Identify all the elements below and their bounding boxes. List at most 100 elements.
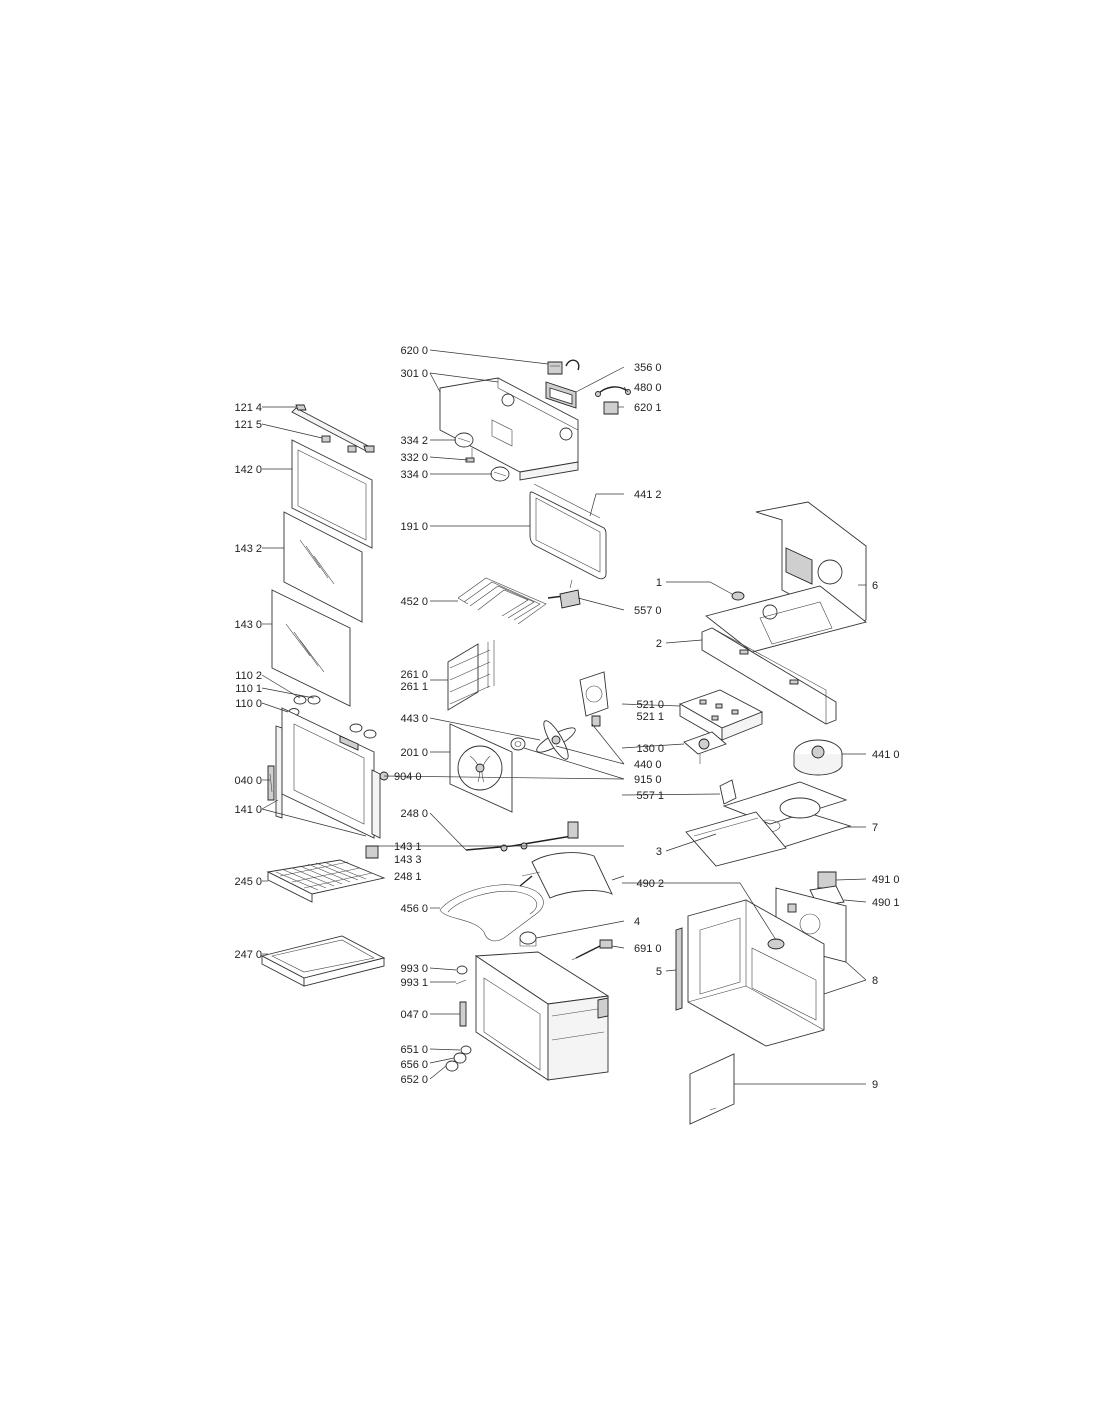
- oven-cavity: [474, 951, 610, 1081]
- label-441-0: 441 0: [872, 749, 900, 761]
- door-inner-glass: [283, 511, 363, 623]
- label-440-0: 440 0: [634, 759, 662, 771]
- label-915-0: 915 0: [634, 774, 662, 786]
- label-141-0: 141 0: [234, 804, 262, 816]
- label-110-2: 110 2: [235, 670, 262, 682]
- nut-915-0: [510, 737, 526, 751]
- label-656-0: 656 0: [400, 1059, 428, 1071]
- rear-fan-cover: [449, 723, 513, 813]
- plate-3: [685, 811, 787, 867]
- control-panel: [439, 377, 579, 481]
- label-904-0: 904 0: [394, 771, 422, 783]
- door-top-profile: [291, 404, 375, 453]
- label-8: 8: [872, 975, 878, 987]
- label-480-0: 480 0: [634, 382, 662, 394]
- label-245-0: 245 0: [234, 876, 262, 888]
- label-7: 7: [872, 822, 878, 834]
- display-module: [545, 359, 580, 409]
- door-spacers: [288, 695, 377, 739]
- reflector-248-1: [521, 852, 613, 899]
- grommet-1: [731, 591, 745, 601]
- label-191-0: 191 0: [400, 521, 428, 533]
- label-993-1: 993 1: [400, 977, 428, 989]
- label-248-0: 248 0: [400, 808, 428, 820]
- outer-casing: [675, 899, 825, 1047]
- label-521-1: 521 1: [636, 711, 664, 723]
- clip-557-1: [719, 779, 737, 805]
- label-691-0: 691 0: [634, 943, 662, 955]
- label-332-0: 332 0: [400, 452, 428, 464]
- oven-door-gasket: [529, 483, 607, 580]
- label-452-0: 452 0: [400, 596, 428, 608]
- label-301-0: 301 0: [400, 368, 428, 380]
- label-4: 4: [634, 916, 640, 928]
- label-2: 2: [656, 638, 662, 650]
- label-121-5: 121 5: [234, 419, 262, 431]
- label-6: 6: [872, 580, 878, 592]
- thermostat-691-0: [571, 939, 613, 961]
- label-490-1: 490 1: [872, 897, 900, 909]
- label-247-0: 247 0: [234, 949, 262, 961]
- label-201-0: 201 0: [400, 747, 428, 759]
- door-middle-glass: [271, 589, 351, 707]
- outer-door: [267, 707, 389, 859]
- label-143-2: 143 2: [234, 543, 262, 555]
- wire-rack: [266, 859, 386, 903]
- label-261-1: 261 1: [400, 681, 428, 693]
- element-248-0: [465, 821, 579, 852]
- label-1: 1: [656, 577, 662, 589]
- back-cover-9: [689, 1053, 735, 1125]
- label-557-0: 557 0: [634, 605, 662, 617]
- leader-lines: [261, 349, 867, 1085]
- door-glass-frame: [291, 439, 373, 549]
- label-143-1: 143 1: [394, 841, 422, 853]
- label-5: 5: [656, 966, 662, 978]
- label-261-0: 261 0: [400, 669, 428, 681]
- cooling-fan-motor: [683, 731, 727, 764]
- hinge-parts: [445, 1045, 472, 1072]
- label-9: 9: [872, 1079, 878, 1091]
- fan-motor: [579, 671, 609, 727]
- label-521-0: 521 0: [636, 699, 664, 711]
- top-cover: [705, 501, 867, 653]
- label-334-2: 334 2: [400, 435, 428, 447]
- label-040-0: 040 0: [234, 775, 262, 787]
- label-143-0: 143 0: [234, 619, 262, 631]
- label-142-0: 142 0: [234, 464, 262, 476]
- side-racks: [447, 640, 495, 711]
- ring-element: [439, 875, 544, 942]
- label-993-0: 993 0: [400, 963, 428, 975]
- label-620-1: 620 1: [634, 402, 662, 414]
- label-143-3: 143 3: [394, 854, 422, 866]
- label-110-1: 110 1: [235, 683, 262, 695]
- tangential-fan: [793, 739, 843, 776]
- label-334-0: 334 0: [400, 469, 428, 481]
- label-3: 3: [656, 846, 662, 858]
- label-130-0: 130 0: [636, 743, 664, 755]
- label-651-0: 651 0: [400, 1044, 428, 1056]
- label-620-0: 620 0: [400, 345, 428, 357]
- part-labels: 121 4 121 5 142 0 143 2 143 0 110 2 110 …: [234, 345, 899, 1091]
- label-652-0: 652 0: [400, 1074, 428, 1086]
- lamp-4: [519, 931, 537, 947]
- label-443-0: 443 0: [400, 713, 428, 725]
- label-557-1: 557 1: [636, 790, 664, 802]
- label-356-0: 356 0: [634, 362, 662, 374]
- switch-620-1: [603, 401, 619, 415]
- small-fittings: [455, 965, 468, 1027]
- label-491-0: 491 0: [872, 874, 900, 886]
- label-121-4: 121 4: [234, 402, 262, 414]
- switch-620-0: [547, 361, 563, 375]
- label-110-0: 110 0: [235, 698, 262, 710]
- baking-tray: [260, 935, 386, 987]
- knob-334-0: [490, 466, 510, 482]
- label-047-0: 047 0: [400, 1009, 428, 1021]
- label-456-0: 456 0: [400, 903, 428, 915]
- power-board: [678, 689, 764, 741]
- knob-334-2: [454, 432, 474, 448]
- bracket-557-0: [559, 579, 581, 609]
- frame-2: [701, 627, 837, 725]
- fan-blade: [536, 720, 576, 760]
- label-248-1: 248 1: [394, 871, 422, 883]
